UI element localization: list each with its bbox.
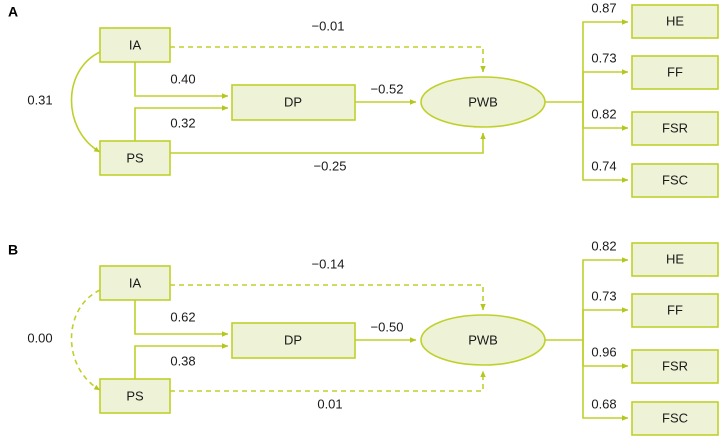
panel-a-node-pwb [420,76,546,128]
panel-a-node-ia [99,27,171,63]
panel-a-coef-ps-dp: 0.32 [170,115,195,130]
panel-a-node-dp-label: DP [284,94,302,109]
panel-b-path-ia-dp [134,300,229,337]
panel-a-node-he-label: HE [666,13,684,28]
panel-b-node-he [631,242,719,277]
panel-b: B 0.00 −0.14 0.62 0.38 0.01 −0.50 [8,238,719,436]
panel-a-node-ps [99,140,171,176]
panel-b-coef-ps-dp: 0.38 [170,353,195,368]
panel-a-node-pwb-label: PWB [468,94,498,109]
panel-a-node-fsr-label: FSR [662,120,688,135]
panel-b-path-pwb-ff [582,307,629,340]
panel-a-path-pwb-ff [582,69,629,102]
panel-a-coef-ia-pwb: −0.01 [312,18,345,33]
panel-b-coef-ps-pwb: 0.01 [317,396,342,411]
panel-b-coef-ia-dp: 0.62 [170,309,195,324]
panel-b-coef-pwb-ff: 0.73 [591,288,616,303]
panel-b-coef-pwb-fsr: 0.96 [591,344,616,359]
panel-b-node-fsr-label: FSR [662,358,688,373]
panel-b-node-ps-label: PS [126,388,144,403]
panel-a-path-ia-dp [134,62,229,99]
panel-a-node-fsc [631,163,719,198]
panel-b-coef-pwb-fsc: 0.68 [591,396,616,411]
panel-a-path-pwb-fsc [582,102,629,183]
panel-b-node-dp [231,322,356,359]
panel-b-node-ia [99,265,171,301]
panel-a-coef-ia-dp: 0.40 [170,71,195,86]
panel-b-path-ps-pwb [170,370,486,392]
panel-b-node-pwb-label: PWB [468,332,498,347]
panel-b-path-ps-dp [134,343,229,379]
panel-a-node-ff [631,55,719,90]
panel-b-coef-ia-ps: 0.00 [27,330,52,345]
panel-b-node-pwb [420,314,546,366]
panel-a-path-ia-ps-correlation [70,47,107,153]
panel-a-node-dp [231,84,356,121]
panel-b-node-ff [631,293,719,328]
panel-a-coef-ps-pwb: −0.25 [314,158,347,173]
panel-b-node-fsr [631,349,719,384]
panel-b-letter: B [8,242,18,258]
panel-b-coef-pwb-he: 0.82 [591,238,616,253]
panel-a-coef-pwb-fsc: 0.74 [591,158,616,173]
panel-b-coef-dp-pwb: −0.50 [371,319,404,334]
panel-b-node-ps [99,378,171,414]
panel-a: A 0.31 −0.01 0.40 0.32 −0.25 −0.52 [8,0,719,198]
panel-a-path-ia-pwb [170,46,486,73]
panel-a-coef-pwb-ff: 0.73 [591,50,616,65]
panel-a-node-ia-label: IA [129,37,142,52]
panel-a-path-ps-pwb [170,132,486,154]
panel-b-node-fsc [631,401,719,436]
panel-b-node-ia-label: IA [129,275,142,290]
panel-a-path-ps-dp [134,105,229,141]
panel-b-node-he-label: HE [666,251,684,266]
panel-a-node-ps-label: PS [126,150,144,165]
panel-b-path-ia-ps-correlation [70,285,107,391]
panel-a-coef-pwb-he: 0.87 [591,0,616,15]
panel-b-node-dp-label: DP [284,332,302,347]
panel-a-letter: A [8,4,18,20]
panel-a-node-fsr [631,111,719,146]
panel-a-coef-pwb-fsr: 0.82 [591,106,616,121]
panel-a-node-ff-label: FF [667,64,683,79]
panel-b-path-ia-pwb [170,284,486,311]
panel-a-coef-ia-ps: 0.31 [27,92,52,107]
panel-b-node-ff-label: FF [667,302,683,317]
panel-a-coef-dp-pwb: −0.52 [371,81,404,96]
panel-a-node-fsc-label: FSC [662,172,688,187]
panel-a-node-he [631,4,719,39]
panel-b-node-fsc-label: FSC [662,410,688,425]
panel-b-coef-ia-pwb: −0.14 [312,256,345,271]
panel-b-path-pwb-fsc [582,340,629,421]
